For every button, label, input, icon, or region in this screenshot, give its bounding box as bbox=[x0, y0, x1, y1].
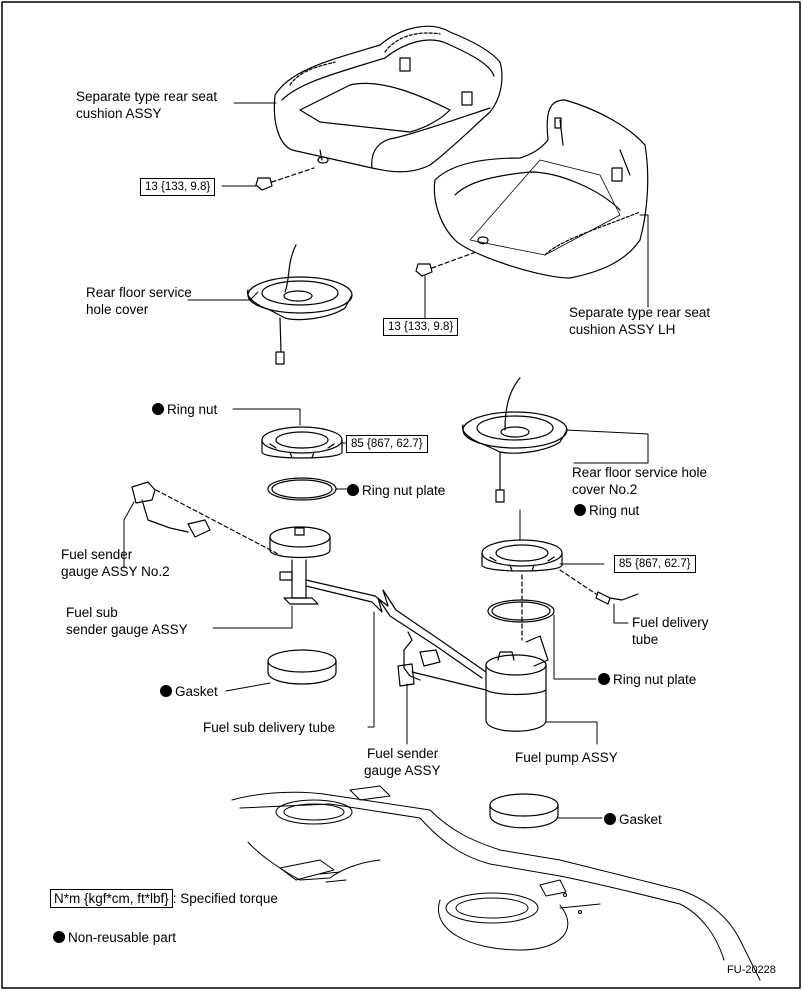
gasket-2-drawing bbox=[489, 793, 559, 829]
label-seat-lh-line2: cushion ASSY LH bbox=[569, 322, 676, 337]
torque-box-3: 85 {867, 62.7} bbox=[346, 435, 428, 453]
ring-nut-plate-1-drawing bbox=[267, 477, 337, 501]
label-fuel-sub-sender-line2: sender gauge ASSY bbox=[66, 622, 188, 637]
seat-cushion-rh-drawing bbox=[273, 25, 503, 173]
fuel-delivery-tube-drawing bbox=[559, 569, 639, 605]
leader-lines bbox=[123, 102, 649, 819]
ring-nut-2-drawing bbox=[481, 539, 563, 572]
bolt-1 bbox=[255, 167, 315, 191]
ring-nut-1-drawing bbox=[261, 426, 343, 459]
ring-nut-plate-2-drawing bbox=[487, 599, 555, 623]
seat-cushion-lh-drawing bbox=[433, 99, 649, 279]
bolt-2 bbox=[415, 251, 477, 277]
legend-torque-box: N*m {kgf*cm, ft*lbf} bbox=[50, 889, 173, 908]
nonreusable-dot-icon bbox=[152, 403, 164, 415]
hole-cover-drawing bbox=[246, 244, 353, 365]
label-fuel-pump: Fuel pump ASSY bbox=[515, 750, 618, 765]
label-fuel-sender-no2-line2: gauge ASSY No.2 bbox=[61, 564, 170, 579]
fuel-sender-drawing bbox=[397, 631, 487, 691]
nonreusable-dot-icon bbox=[53, 931, 65, 943]
label-fuel-sender-no2: Fuel sender gauge ASSY No.2 bbox=[61, 546, 170, 580]
nonreusable-dot-icon bbox=[347, 484, 359, 496]
label-hole-cover-no2-line2: cover No.2 bbox=[572, 482, 638, 497]
label-seat-rh-line2: cushion ASSY bbox=[76, 106, 162, 121]
label-seat-lh-line1: Separate type rear seat bbox=[569, 305, 711, 320]
fuel-sender-no2-drawing bbox=[131, 481, 281, 556]
floor-panel-drawing bbox=[231, 785, 761, 981]
label-ring-nut-plate-1: Ring nut plate bbox=[347, 482, 445, 499]
gasket-1-drawing bbox=[267, 649, 337, 685]
legend-torque: N*m {kgf*cm, ft*lbf}: Specified torque bbox=[50, 889, 278, 908]
label-hole-cover-no2-line1: Rear floor service hole bbox=[572, 465, 708, 480]
label-hole-cover-no2: Rear floor service hole cover No.2 bbox=[572, 464, 707, 498]
label-ring-nut-1-text: Ring nut bbox=[167, 402, 218, 417]
nonreusable-dot-icon bbox=[604, 813, 616, 825]
label-gasket-1: Gasket bbox=[160, 683, 218, 700]
nonreusable-dot-icon bbox=[574, 504, 586, 516]
fuel-pump-drawing bbox=[485, 635, 549, 732]
label-fuel-sender-no2-line1: Fuel sender bbox=[61, 547, 133, 562]
label-seat-lh: Separate type rear seat cushion ASSY LH bbox=[569, 304, 710, 338]
label-fuel-delivery-tube-line2: tube bbox=[632, 632, 659, 647]
legend-nonreusable-text: Non-reusable part bbox=[68, 930, 177, 945]
label-fuel-sub-sender-line1: Fuel sub bbox=[66, 605, 118, 620]
label-ring-nut-plate-2: Ring nut plate bbox=[598, 671, 696, 688]
figure-id: FU-20228 bbox=[727, 964, 776, 976]
label-fuel-delivery-tube: Fuel delivery tube bbox=[632, 614, 709, 648]
label-seat-rh: Separate type rear seat cushion ASSY bbox=[76, 88, 217, 122]
label-seat-rh-line1: Separate type rear seat bbox=[76, 89, 218, 104]
torque-box-2: 13 {133, 9.8} bbox=[383, 318, 459, 336]
label-ring-nut-plate-1-text: Ring nut plate bbox=[362, 483, 446, 498]
fuel-sub-sender-drawing bbox=[269, 526, 487, 679]
label-fuel-sub-sender: Fuel sub sender gauge ASSY bbox=[66, 604, 188, 638]
torque-box-1: 13 {133, 9.8} bbox=[140, 178, 216, 196]
label-ring-nut-2-text: Ring nut bbox=[589, 503, 640, 518]
label-hole-cover: Rear floor service hole cover bbox=[86, 284, 192, 318]
label-fuel-delivery-tube-line1: Fuel delivery bbox=[632, 615, 709, 630]
legend-torque-text: : Specified torque bbox=[172, 891, 278, 906]
nonreusable-dot-icon bbox=[160, 685, 172, 697]
label-fuel-sender: Fuel sender gauge ASSY bbox=[364, 745, 441, 779]
label-gasket-2: Gasket bbox=[604, 811, 662, 828]
label-hole-cover-line1: Rear floor service bbox=[86, 285, 192, 300]
label-ring-nut-plate-2-text: Ring nut plate bbox=[613, 672, 697, 687]
label-ring-nut-1: Ring nut bbox=[152, 401, 217, 418]
label-hole-cover-line2: hole cover bbox=[86, 302, 149, 317]
label-fuel-sub-delivery-tube: Fuel sub delivery tube bbox=[203, 720, 336, 735]
hole-cover-no2-drawing bbox=[461, 377, 568, 503]
torque-box-4: 85 {867, 62.7} bbox=[614, 555, 696, 573]
label-fuel-sender-line2: gauge ASSY bbox=[364, 763, 441, 778]
label-ring-nut-2: Ring nut bbox=[574, 502, 639, 519]
nonreusable-dot-icon bbox=[598, 673, 610, 685]
label-gasket-1-text: Gasket bbox=[175, 684, 218, 699]
legend-nonreusable: Non-reusable part bbox=[53, 929, 176, 946]
label-gasket-2-text: Gasket bbox=[619, 812, 662, 827]
label-fuel-sender-line1: Fuel sender bbox=[367, 746, 439, 761]
